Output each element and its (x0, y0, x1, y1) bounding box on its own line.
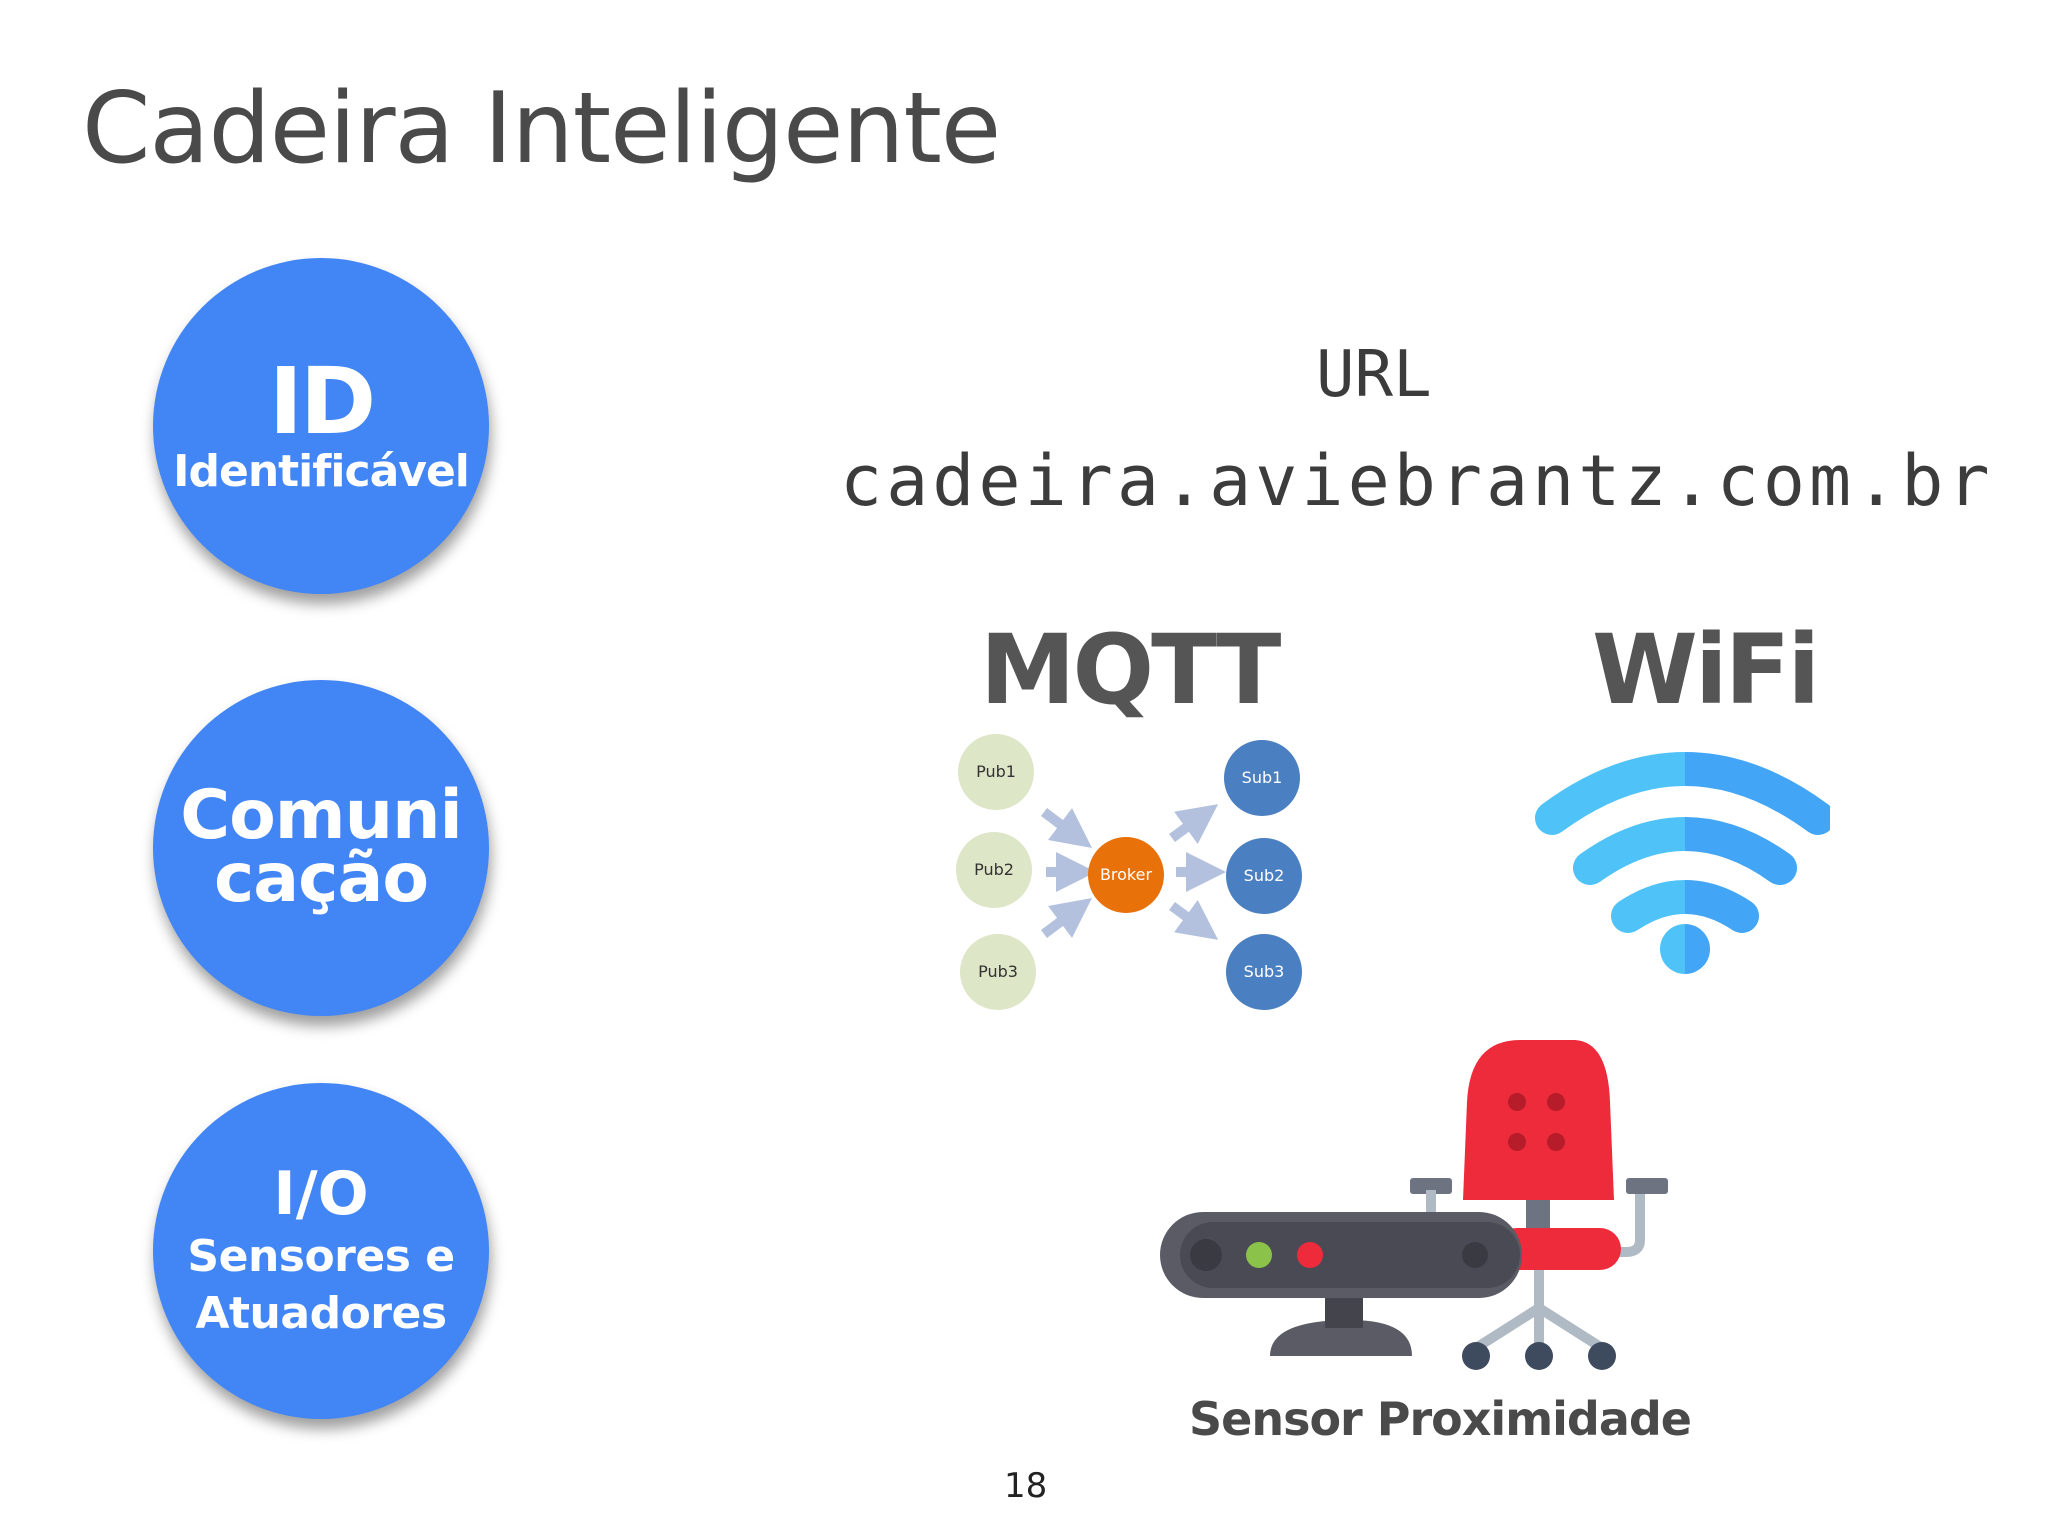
subscriber-node-2: Sub2 (1226, 838, 1302, 914)
id-circle-subtitle: Identificável (173, 445, 470, 497)
mqtt-label: MQTT (980, 614, 1281, 726)
office-chair-icon (1410, 1040, 1668, 1370)
wifi-label: WiFi (1592, 614, 1820, 726)
url-value: cadeira.aviebrantz.com.br (840, 440, 1994, 522)
subscriber-label-2: Sub2 (1244, 866, 1285, 885)
mqtt-arrows (1041, 804, 1226, 940)
publisher-label-1: Pub1 (976, 762, 1016, 781)
publisher-label-2: Pub2 (974, 860, 1014, 879)
broker-label: Broker (1100, 865, 1153, 884)
io-circle-heading: I/O (273, 1159, 369, 1230)
arrow-pub1-broker (1041, 808, 1092, 848)
communication-circle-line2: cação (213, 839, 429, 918)
subscriber-node-1: Sub1 (1224, 740, 1300, 816)
subscriber-node-3: Sub3 (1226, 934, 1302, 1010)
arrow-broker-sub3 (1169, 900, 1219, 940)
publisher-label-3: Pub3 (978, 962, 1018, 981)
broker-node: Broker (1088, 837, 1164, 913)
subscriber-label-3: Sub3 (1244, 962, 1285, 981)
subscriber-label-1: Sub1 (1242, 768, 1283, 787)
communication-circle: Comuni cação (153, 680, 489, 1016)
arrow-pub3-broker (1041, 898, 1092, 938)
arrow-broker-sub1 (1169, 804, 1219, 844)
slide-title: Cadeira Inteligente (82, 72, 1001, 186)
id-circle: ID Identificável (153, 258, 489, 594)
sensor-caption: Sensor Proximidade (1189, 1392, 1692, 1446)
publisher-node-2: Pub2 (956, 832, 1032, 908)
publisher-node-3: Pub3 (960, 934, 1036, 1010)
url-label: URL (1316, 338, 1432, 412)
io-circle-line2: Atuadores (195, 1287, 447, 1339)
proximity-sensor-icon (1160, 1212, 1522, 1356)
sensor-chair-illustration (1160, 1040, 1668, 1370)
wifi-icon (1535, 752, 1830, 974)
page-number: 18 (1004, 1466, 1048, 1506)
publisher-node-1: Pub1 (958, 734, 1034, 810)
io-circle: I/O Sensores e Atuadores (153, 1083, 489, 1419)
mqtt-diagram: Pub1 Pub2 Pub3 Broker Sub1 Sub2 Sub3 (956, 734, 1302, 1010)
communication-circle-line1: Comuni (180, 776, 463, 856)
io-circle-line1: Sensores e (187, 1231, 455, 1283)
id-circle-heading: ID (268, 347, 377, 455)
